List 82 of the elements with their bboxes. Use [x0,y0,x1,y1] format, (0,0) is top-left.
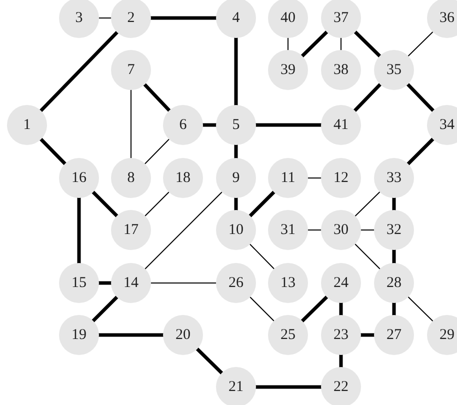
node-circle: 6 [163,105,203,145]
node-circle: 34 [427,105,457,145]
node-circle: 40 [268,0,308,38]
route-line [392,301,396,317]
node-circle: 10 [216,210,256,250]
node-circle: 35 [374,50,414,90]
route-line [234,36,238,107]
node-circle: 18 [163,158,203,198]
node-circle: 14 [111,263,151,303]
route-line [91,190,119,218]
route-line [392,248,396,265]
node-circle: 39 [268,50,308,90]
node-circle: 17 [111,210,151,250]
edge-line [144,192,222,270]
route-line [234,143,238,160]
node-circle: 19 [59,315,99,355]
route-line [354,30,382,58]
node-circle: 22 [321,367,361,405]
route-line [300,295,328,323]
route-line [143,82,171,112]
route-line [97,281,113,285]
edge-line [354,192,380,216]
node-circle: 25 [268,315,308,355]
route-line [91,295,119,323]
node-circle: 9 [216,158,256,198]
node-circle: 32 [374,210,414,250]
route-line [300,30,328,58]
node-circle: 27 [374,315,414,355]
node-circle: 29 [427,315,457,355]
route-line [97,333,165,337]
node-circle: 8 [111,158,151,198]
route-line [353,82,382,112]
node-circle: 20 [163,315,203,355]
node-circle: 41 [321,105,361,145]
node-circle: 5 [216,105,256,145]
node-circle: 23 [321,315,361,355]
route-line [339,353,343,369]
edge-line [144,138,170,164]
node-circle: 11 [268,158,308,198]
route-line [406,137,435,166]
route-line [359,333,376,337]
node-circle: 7 [111,50,151,90]
node-circle: 37 [321,0,361,38]
edge-line [130,90,132,158]
edge-line [408,32,434,56]
route-line [339,301,343,317]
node-circle: 4 [216,0,256,38]
node-circle: 3 [59,0,99,38]
node-circle: 13 [268,263,308,303]
edge-line [250,244,274,270]
node-circle: 38 [321,50,361,90]
route-line [254,123,323,127]
node-circle: 31 [268,210,308,250]
node-circle: 30 [321,210,361,250]
route-line [254,385,323,389]
edge-line [408,296,434,322]
route-line [39,30,119,112]
route-line [392,196,396,212]
node-circle: 28 [374,263,414,303]
route-line [201,123,218,127]
edge-line [150,282,216,284]
node-circle: 26 [216,263,256,303]
route-line [196,347,224,375]
node-circle: 15 [59,263,99,303]
edge-line [340,38,342,50]
route-line [406,82,435,112]
edge-line [144,192,170,216]
node-circle: 2 [111,0,151,38]
edge-line [354,244,380,270]
edge-line [250,296,274,322]
route-line [77,196,81,265]
route-line [248,190,276,218]
route-line [149,16,218,20]
route-line [39,138,67,166]
node-circle: 33 [374,158,414,198]
node-circle: 21 [216,367,256,405]
node-circle: 12 [321,158,361,198]
node-circle: 36 [427,0,457,38]
node-circle: 16 [59,158,99,198]
route-line [234,196,238,212]
node-circle: 1 [7,105,47,145]
node-circle: 24 [321,263,361,303]
